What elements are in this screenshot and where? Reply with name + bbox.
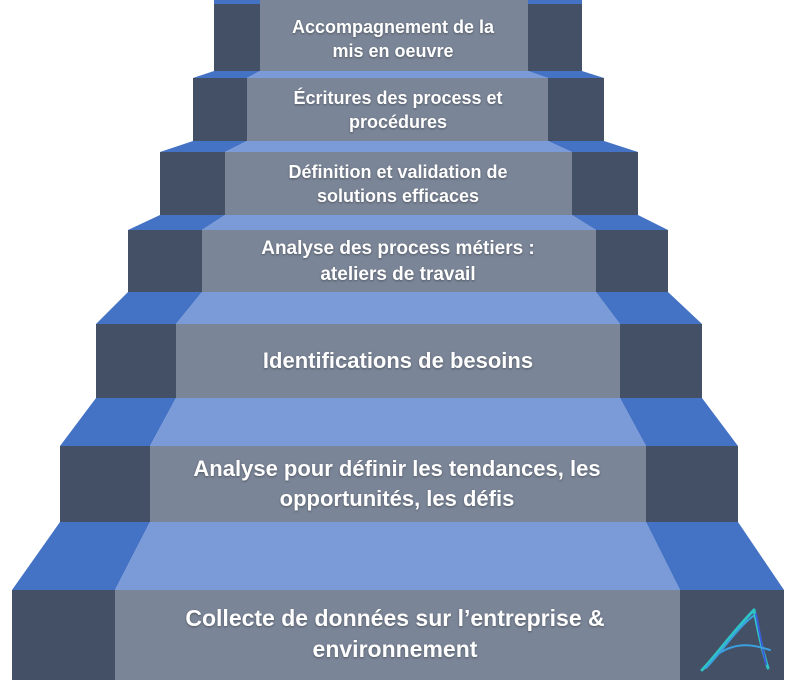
riser-right-4 xyxy=(596,230,668,292)
tread-center-6 xyxy=(247,71,548,78)
tread-left-4 xyxy=(128,215,225,230)
step-2-line-1: Analyse pour définir les tendances, les xyxy=(193,456,601,482)
tread-center-2 xyxy=(150,398,646,446)
step-4-line-2: ateliers de travail xyxy=(320,264,476,285)
riser-right-6 xyxy=(548,78,604,141)
tread-right-4 xyxy=(572,215,668,230)
tread-right-1 xyxy=(646,522,784,590)
step-label-4: Analyse des process métiers : ateliers d… xyxy=(200,232,596,292)
tread-center-1 xyxy=(115,522,680,590)
tread-center-3 xyxy=(176,292,620,324)
tread-left-1 xyxy=(12,522,150,590)
step-1-line-1: Collecte de données sur l’entreprise & xyxy=(185,604,605,631)
step-5-line-1: Définition et validation de xyxy=(288,161,508,182)
riser-left-6 xyxy=(193,78,247,141)
riser-right-2 xyxy=(646,446,738,522)
stylized-a-logo-icon xyxy=(700,608,771,672)
tread-left-2 xyxy=(60,398,176,446)
step-label-7: Accompagnement de la mis en oeuvre xyxy=(258,8,528,70)
riser-center-2 xyxy=(150,446,646,522)
step-label-3: Identifications de besoins xyxy=(175,324,621,398)
riser-left-4 xyxy=(128,230,202,292)
tread-right-6 xyxy=(528,71,604,78)
tread-right-2 xyxy=(620,398,738,446)
riser-center-7 xyxy=(260,0,528,71)
step-7-line-1: Accompagnement de la xyxy=(291,16,495,37)
step-5-line-2: solutions efficaces xyxy=(316,186,480,206)
riser-center-4 xyxy=(202,230,596,292)
step-2-line-2: opportunités, les défis xyxy=(279,486,515,511)
riser-left-3 xyxy=(96,324,176,398)
tread-top-left xyxy=(214,0,260,4)
tread-top-right xyxy=(528,0,582,4)
step-4-line-1: Analyse des process métiers : xyxy=(261,238,535,260)
step-label-5: Définition et validation de solutions ef… xyxy=(224,153,572,215)
riser-right-3 xyxy=(620,324,702,398)
riser-center-3 xyxy=(176,324,620,398)
riser-left-5 xyxy=(160,152,225,215)
riser-left-2 xyxy=(60,446,150,522)
riser-center-1 xyxy=(115,590,680,680)
riser-left-7 xyxy=(214,0,260,71)
tread-center-5 xyxy=(225,141,572,152)
tread-center-4 xyxy=(202,215,596,230)
tread-left-6 xyxy=(193,71,260,78)
step-label-1: Collecte de données sur l’entreprise & e… xyxy=(110,592,680,676)
step-7-line-2: mis en oeuvre xyxy=(332,41,454,61)
step-label-2: Analyse pour définir les tendances, les … xyxy=(147,448,647,520)
step-label-6: Écritures des process et procédures xyxy=(246,80,550,140)
tread-right-3 xyxy=(596,292,702,324)
riser-left-1 xyxy=(12,590,115,680)
step-6-line-1: Écritures des process et xyxy=(293,87,503,108)
riser-right-7 xyxy=(528,0,582,71)
riser-right-5 xyxy=(572,152,638,215)
tread-left-5 xyxy=(160,141,247,152)
step-1-line-2: environnement xyxy=(312,636,478,662)
tread-left-3 xyxy=(96,292,202,324)
step-3-line-1: Identifications de besoins xyxy=(262,348,534,374)
tread-right-5 xyxy=(548,141,638,152)
riser-center-6 xyxy=(247,78,548,141)
step-6-line-2: procédures xyxy=(348,112,448,132)
riser-center-5 xyxy=(225,152,572,215)
